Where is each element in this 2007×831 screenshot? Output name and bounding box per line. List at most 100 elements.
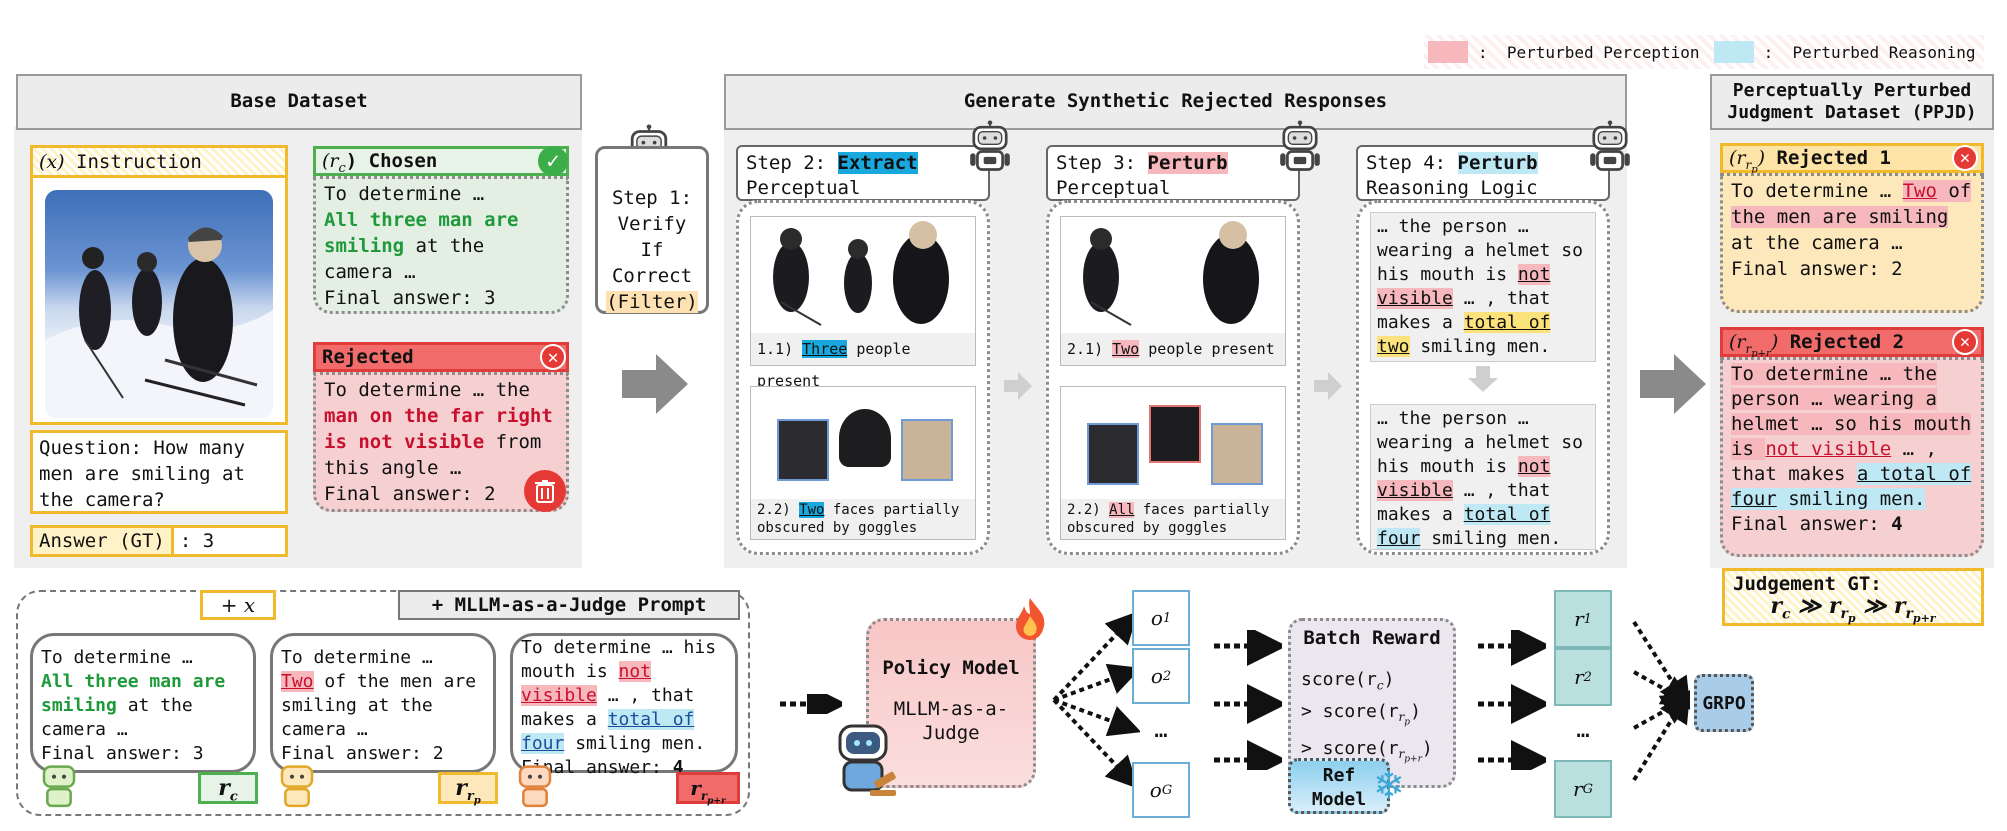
step3-prefix: Step 3: xyxy=(1056,152,1148,174)
rejected-highlight: man on the far right is not visible xyxy=(324,405,553,453)
b3-line2: … , that makes a xyxy=(521,685,695,730)
score-rc: score(rc) xyxy=(1301,669,1395,693)
tag-rrpr: rrp+r xyxy=(676,772,740,806)
step4-prefix: Step 4: xyxy=(1366,152,1458,174)
judgement-gt-order: rc ≫ rrp ≫ rrp+r xyxy=(1770,593,1936,626)
ppjd-rej2-label: Rejected 2 xyxy=(1789,331,1905,353)
ppjd-rej2-final-val: 4 xyxy=(1891,513,1903,535)
step3-key: Perturb xyxy=(1147,152,1228,174)
prompt-label: + MLLM-as-a-Judge Prompt xyxy=(398,590,740,620)
step3-caption2: 2.2) All faces partially obscured by gog… xyxy=(1061,499,1285,539)
rejected-line2: from this angle … xyxy=(324,431,542,479)
plus-x-label: + x xyxy=(200,590,276,620)
ppjd-rej1-hl: Two xyxy=(1902,180,1937,202)
b3-line3: smiling men. xyxy=(564,733,706,754)
rejected1-robot-icon xyxy=(276,760,318,810)
ppjd-rej2-body: To determine … the person … wearing a he… xyxy=(1720,357,1984,557)
step4-card-b: … the person … wearing a helmet so his m… xyxy=(1370,404,1596,550)
b2-final: Final answer: 2 xyxy=(281,743,444,764)
arrow-prompt-to-policy xyxy=(780,694,842,714)
rejected-body: To determine … the man on the far right … xyxy=(313,372,569,512)
step4-a1: … the person … wearing a helmet so his m… xyxy=(1377,216,1583,285)
step3-card1: 2.1) Two people present xyxy=(1060,216,1286,366)
answer-gt-label: Answer (GT) xyxy=(33,528,174,554)
judgement-gt-box: Judgement GT: rc ≫ rrp ≫ rrp+r xyxy=(1722,568,1984,626)
prompt-container xyxy=(16,590,750,816)
question-box: Question: How many men are smiling at th… xyxy=(30,430,288,514)
legend-perception-label: : Perturbed Perception xyxy=(1478,42,1700,62)
b1-line2: at the camera … xyxy=(41,695,193,740)
trash-icon xyxy=(524,470,566,512)
step2-key: Extract xyxy=(837,152,918,174)
step4-b3: smiling men. xyxy=(1420,528,1562,549)
chosen-robot-icon xyxy=(38,760,80,810)
chosen-highlight: All three man are smiling xyxy=(324,209,519,257)
step3-cap2-num: 2.2) xyxy=(1067,502,1110,518)
step4-b2: … , that makes a xyxy=(1377,480,1551,525)
ski-photo xyxy=(45,190,273,418)
step3-caption1: 2.1) Two people present xyxy=(1061,333,1285,365)
b2-line2: of the men are smiling at the camera … xyxy=(281,671,477,740)
step3-people-cutout xyxy=(1083,221,1259,326)
instruction-label: Instruction xyxy=(76,151,202,173)
rejected-final: Final answer: 2 xyxy=(324,483,496,505)
step3-title: Step 3: Perturb Perceptual Attributes xyxy=(1046,145,1300,223)
score-rrp: > score(rrp) xyxy=(1301,700,1421,728)
step2-title: Step 2: Extract Perceptual Attributes xyxy=(736,145,990,223)
grpo-box: GRPO xyxy=(1694,674,1754,732)
ppjd-rej1-final: Final answer: 2 xyxy=(1731,258,1903,280)
step1-line5: (Filter) xyxy=(606,291,698,313)
ref-model-box: Ref Model xyxy=(1288,758,1390,814)
arrow-base-to-generate xyxy=(622,354,688,414)
b2-line1: To determine … xyxy=(281,647,433,668)
ppjd-rej2-final: Final answer: xyxy=(1731,513,1892,535)
ppjd-rej1-header: (rrp) Rejected 1 xyxy=(1720,143,1984,175)
legend-reasoning-swatch xyxy=(1713,41,1754,63)
step4-robot-icon xyxy=(1587,120,1633,174)
chosen-sub: c xyxy=(338,160,346,176)
arrow-step3-to-step4 xyxy=(1314,372,1342,400)
step3-face1 xyxy=(1087,423,1139,485)
batch-title: Batch Reward xyxy=(1303,627,1441,649)
step2-caption2: 2.2) Two faces partially obscured by gog… xyxy=(751,499,975,539)
tag-rc: rc xyxy=(198,772,258,804)
step3-cap1-rest: people present xyxy=(1139,340,1275,358)
step2-prefix: Step 2: xyxy=(746,152,838,174)
step2-cap1-hl: Three xyxy=(802,340,848,358)
step3-face3 xyxy=(1211,423,1263,485)
step3-face2 xyxy=(1149,405,1201,463)
step1-line1: Step 1: xyxy=(611,187,693,209)
ppjd-rej1-l3: at the camera … xyxy=(1731,232,1903,254)
arrows-o-to-batch xyxy=(1214,630,1282,770)
base-dataset-header: Base Dataset xyxy=(16,74,582,130)
b2-highlight: Two xyxy=(281,671,314,692)
judgement-gt-label: Judgement GT: xyxy=(1733,573,1882,595)
chosen-line1: To determine … xyxy=(324,183,485,205)
step4-key: Perturb xyxy=(1457,152,1538,174)
step2-cap2-hl: Two xyxy=(799,502,825,518)
step3-cap2-rest: faces partially obscured by goggles xyxy=(1067,502,1270,536)
output-dots: … xyxy=(1154,718,1168,743)
legend: : Perturbed Perception : Perturbed Reaso… xyxy=(1424,35,1984,69)
step4-a3: smiling men. xyxy=(1409,336,1551,357)
bubble-rejected1: To determine … Two of the men are smilin… xyxy=(270,633,496,773)
step3-card2: 2.2) All faces partially obscured by gog… xyxy=(1060,386,1286,540)
ppjd-rej1-label: Rejected 1 xyxy=(1776,147,1891,169)
b1-highlight: All three man are smiling xyxy=(41,671,226,716)
rejected-header: Rejected xyxy=(313,342,569,372)
rejected2-robot-icon xyxy=(514,760,556,810)
ppjd-rej2-l3: smiling men. xyxy=(1776,488,1926,510)
chosen-var: (r xyxy=(322,150,339,172)
instruction-box: (x) Instruction xyxy=(30,145,288,425)
b3-line1: To determine … his mouth is xyxy=(521,637,717,682)
policy-model-box: Policy Model MLLM-as-a-Judge xyxy=(866,618,1036,788)
b3-final-val: 4 xyxy=(672,757,684,778)
snowflake-icon: ❄ xyxy=(1375,759,1403,810)
step3-cap2-hl: All xyxy=(1109,502,1135,518)
step2-people-cutout xyxy=(773,221,949,326)
ppjd-rej2-x-icon: ✕ xyxy=(1952,329,1978,355)
ppjd-rej2-hl: not visible xyxy=(1765,438,1892,460)
